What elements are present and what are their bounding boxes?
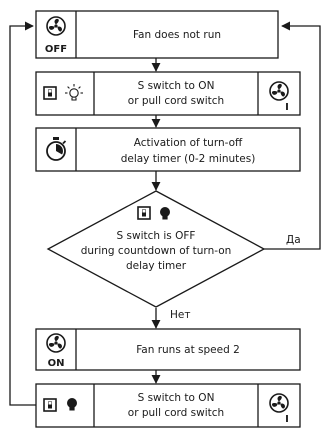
decision-line1: S switch is OFF	[117, 230, 196, 242]
step-text-line2: delay timer (0-2 minutes)	[121, 153, 256, 165]
step-text-line2: or pull cord switch	[128, 95, 224, 107]
step-timer: Activation of turn-off delay timer (0-2 …	[35, 127, 301, 172]
speed-label: I	[285, 414, 289, 425]
light-bulb-on-icon	[67, 398, 77, 411]
connectors	[9, 21, 321, 406]
off-label: OFF	[45, 44, 67, 55]
timer-icon	[46, 137, 67, 161]
switch-icon	[137, 206, 151, 220]
step-text-line2: or pull cord switch	[128, 407, 224, 419]
step-switch-on-2: S switch to ON or pull cord switch I	[35, 383, 301, 428]
on-label: ON	[48, 358, 65, 369]
light-bulb-off-icon	[65, 84, 83, 101]
fan-speed-1-icon	[269, 81, 289, 101]
step-text-line1: S switch to ON	[138, 80, 215, 92]
step-text: Fan runs at speed 2	[136, 344, 240, 356]
edge-label-no: Нет	[170, 309, 190, 321]
step-text-line1: S switch to ON	[138, 392, 215, 404]
step-text: Fan does not run	[133, 29, 221, 41]
yes-branch-arrow	[264, 21, 321, 250]
decision-line3: delay timer	[126, 260, 187, 272]
switch-icon	[43, 398, 57, 412]
switch-icon	[43, 86, 57, 100]
edge-label-yes: Да	[286, 234, 301, 246]
step-fan-speed-2: ON Fan runs at speed 2	[35, 328, 301, 371]
loop-back-arrow	[9, 21, 36, 406]
step-fan-not-run: OFF Fan does not run	[35, 10, 279, 59]
step-text-line1: Activation of turn-off	[134, 137, 243, 149]
decision-line2: during countdown of turn-on	[81, 245, 232, 257]
fan-icon	[46, 16, 66, 36]
light-bulb-on-icon	[160, 207, 170, 220]
step-switch-on: S switch to ON or pull cord switch I	[35, 71, 301, 116]
speed-label: I	[285, 102, 289, 113]
decision-switch-off: S switch is OFF during countdown of turn…	[46, 190, 266, 308]
fan-icon	[46, 333, 66, 353]
fan-speed-1-icon	[269, 393, 289, 413]
